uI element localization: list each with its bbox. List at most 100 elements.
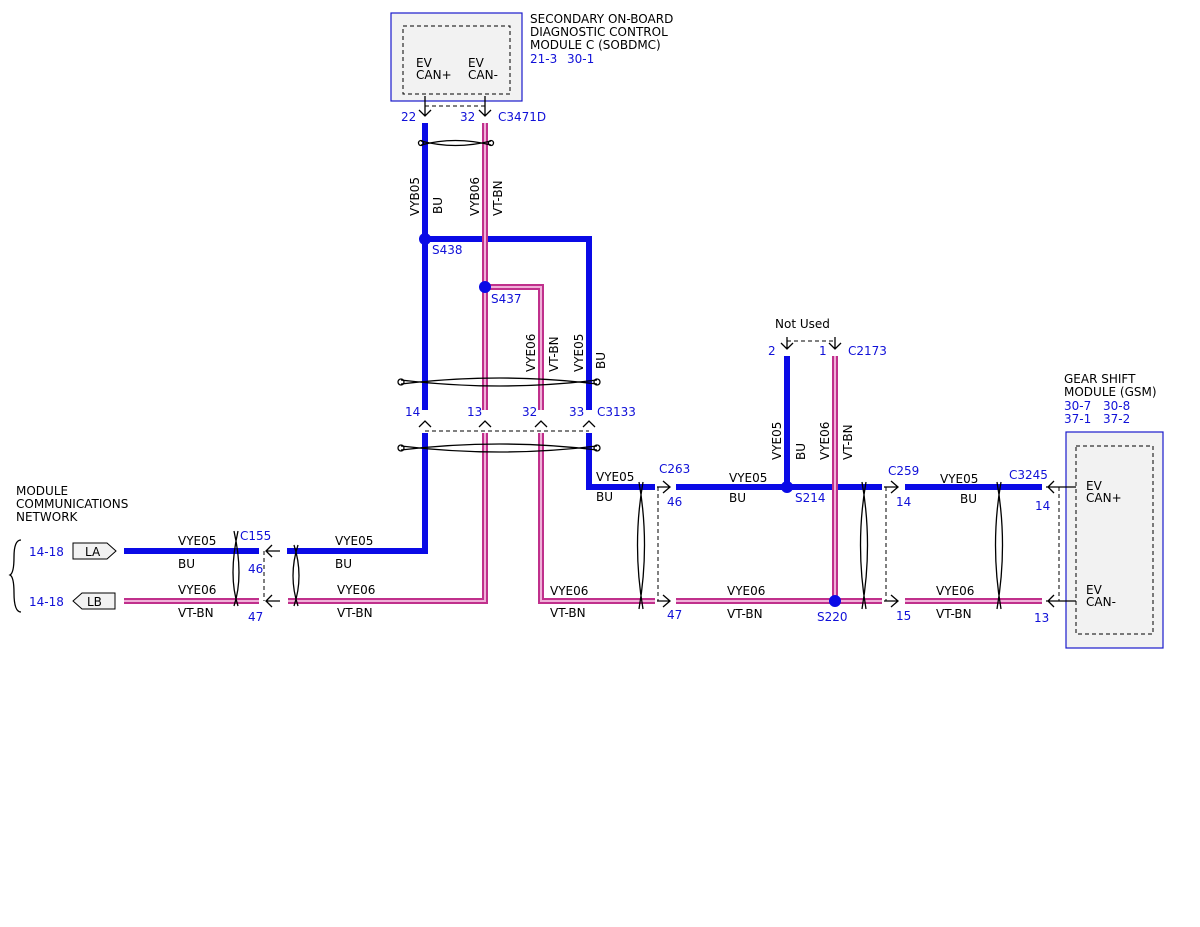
sobdmc-ref-2: 30-1 bbox=[567, 52, 594, 66]
connector-dashes bbox=[263, 105, 1060, 601]
sobdmc-title-3: MODULE C (SOBDMC) bbox=[530, 38, 661, 52]
wire-label-10: BU bbox=[596, 490, 613, 504]
wire-label-vye05-c2173: VYE05 bbox=[770, 422, 784, 460]
wire-label-7: VYE06 bbox=[337, 583, 375, 597]
mcn-brace bbox=[8, 539, 22, 613]
wire-label-vye05-c3133: VYE05 bbox=[572, 334, 586, 372]
wire-label-4: VT-BN bbox=[178, 606, 214, 620]
wire-label-9: VYE05 bbox=[596, 470, 634, 484]
c155-label: C155 bbox=[240, 529, 271, 543]
wire-label-11: VYE06 bbox=[550, 584, 588, 598]
gsm-pin2-label2: CAN- bbox=[1086, 595, 1116, 609]
gsm-title-1: GEAR SHIFT bbox=[1064, 372, 1136, 386]
bu-wires bbox=[124, 123, 1042, 554]
c3245-pin-14: 14 bbox=[1035, 499, 1050, 513]
gsm-ref-1: 30-7 bbox=[1064, 399, 1091, 413]
gsm-ref-2: 30-8 bbox=[1103, 399, 1130, 413]
lb-terminal bbox=[72, 592, 116, 610]
wire-label-12: VT-BN bbox=[550, 606, 586, 620]
c2173-pin-1: 1 bbox=[819, 344, 827, 358]
vertical-wire-labels: VYB05 BU VYB06 VT-BN VYE06 VT-BN VYE05 B… bbox=[408, 177, 855, 460]
mcn-ref-lb: 14-18 bbox=[29, 595, 64, 609]
sobdmc-pin1-label1: EV bbox=[416, 56, 433, 70]
c3133-pin-32: 32 bbox=[522, 405, 537, 419]
c259-pin-15: 15 bbox=[896, 609, 911, 623]
wire-label-vye05-c3133-color: BU bbox=[594, 352, 608, 369]
wire-label-1: VYE05 bbox=[178, 534, 216, 548]
vtbn-wires bbox=[124, 123, 1042, 604]
wire-label-vyb05-color: BU bbox=[431, 197, 445, 214]
wire-label-16: VT-BN bbox=[727, 607, 763, 621]
lb-label: LB bbox=[87, 595, 102, 609]
wire-label-vye05-c2173-color: BU bbox=[794, 443, 808, 460]
wire-label-3: VYE06 bbox=[178, 583, 216, 597]
c3133-pin-33: 33 bbox=[569, 405, 584, 419]
wire-label-20: VT-BN bbox=[936, 607, 972, 621]
gsm-title-2: MODULE (GSM) bbox=[1064, 385, 1157, 399]
c2173-pin-2: 2 bbox=[768, 344, 776, 358]
wire-label-17: VYE05 bbox=[940, 472, 978, 486]
sobdmc-pin1-label2: CAN+ bbox=[416, 68, 452, 82]
splice-s214 bbox=[781, 481, 793, 493]
splice-s438 bbox=[419, 233, 431, 245]
c2173-label: C2173 bbox=[848, 344, 887, 358]
wire-label-14: BU bbox=[729, 491, 746, 505]
sobdmc-title-2: DIAGNOSTIC CONTROL bbox=[530, 25, 668, 39]
gsm-ref-4: 37-2 bbox=[1103, 412, 1130, 426]
c3133-pin-14: 14 bbox=[405, 405, 420, 419]
sobdmc-ref-1: 21-3 bbox=[530, 52, 557, 66]
mcn-title-1: MODULE bbox=[16, 484, 68, 498]
sobdmc-pin2-label1: EV bbox=[468, 56, 485, 70]
wire-label-vye06-c3133-color: VT-BN bbox=[547, 336, 561, 372]
c3133-pin-13: 13 bbox=[467, 405, 482, 419]
s437-label: S437 bbox=[491, 292, 522, 306]
s438-label: S438 bbox=[432, 243, 463, 257]
wire-label-8: VT-BN bbox=[337, 606, 373, 620]
c259-pin-14: 14 bbox=[896, 495, 911, 509]
c263-pin-46: 46 bbox=[667, 495, 682, 509]
s220-label: S220 bbox=[817, 610, 848, 624]
wire-label-vyb06-color: VT-BN bbox=[491, 180, 505, 216]
wire-label-vyb06: VYB06 bbox=[468, 177, 482, 216]
twisted-pair-markers bbox=[232, 139, 1004, 610]
sobdmc-module: EV CAN+ EV CAN- bbox=[390, 12, 523, 102]
wire-label-15: VYE06 bbox=[727, 584, 765, 598]
sobdmc-title-1: SECONDARY ON-BOARD bbox=[530, 12, 673, 26]
gsm-pin1-label2: CAN+ bbox=[1086, 491, 1122, 505]
wire-label-5: VYE05 bbox=[335, 534, 373, 548]
c3245-label: C3245 bbox=[1009, 468, 1048, 482]
gsm-pin2-label1: EV bbox=[1086, 583, 1103, 597]
la-terminal bbox=[72, 542, 117, 560]
c3471d-pin-22: 22 bbox=[401, 110, 416, 124]
c259-label: C259 bbox=[888, 464, 919, 478]
c263-label: C263 bbox=[659, 462, 690, 476]
wire-label-18: BU bbox=[960, 492, 977, 506]
connector-chevrons bbox=[265, 96, 1076, 608]
wire-label-13: VYE05 bbox=[729, 471, 767, 485]
wire-label-6: BU bbox=[335, 557, 352, 571]
c3133-label: C3133 bbox=[597, 405, 636, 419]
c3471d-pin-32: 32 bbox=[460, 110, 475, 124]
wire-label-vye06-c2173: VYE06 bbox=[818, 422, 832, 460]
splice-s220 bbox=[829, 595, 841, 607]
wire-label-vyb05: VYB05 bbox=[408, 177, 422, 216]
wire-label-2: BU bbox=[178, 557, 195, 571]
wire-label-19: VYE06 bbox=[936, 584, 974, 598]
mcn-title-3: NETWORK bbox=[16, 510, 79, 524]
c2173-not-used: Not Used bbox=[775, 317, 830, 331]
c3245-pin-13: 13 bbox=[1034, 611, 1049, 625]
s214-label: S214 bbox=[795, 491, 826, 505]
mcn-title-2: COMMUNICATIONS bbox=[16, 497, 128, 511]
la-label: LA bbox=[85, 545, 101, 559]
c3471d-label: C3471D bbox=[498, 110, 546, 124]
gsm-module: EV CAN+ EV CAN- bbox=[1065, 431, 1164, 649]
gsm-pin1-label1: EV bbox=[1086, 479, 1103, 493]
wire-label-vye06-c3133: VYE06 bbox=[524, 334, 538, 372]
mcn-ref-la: 14-18 bbox=[29, 545, 64, 559]
c263-pin-47: 47 bbox=[667, 608, 682, 622]
c155-pin-46: 46 bbox=[248, 562, 263, 576]
wire-label-vye06-c2173-color: VT-BN bbox=[841, 424, 855, 460]
horizontal-wire-labels: VYE05 BU VYE06 VT-BN VYE05 BU VYE06 VT-B… bbox=[178, 470, 978, 621]
gsm-ref-3: 37-1 bbox=[1064, 412, 1091, 426]
